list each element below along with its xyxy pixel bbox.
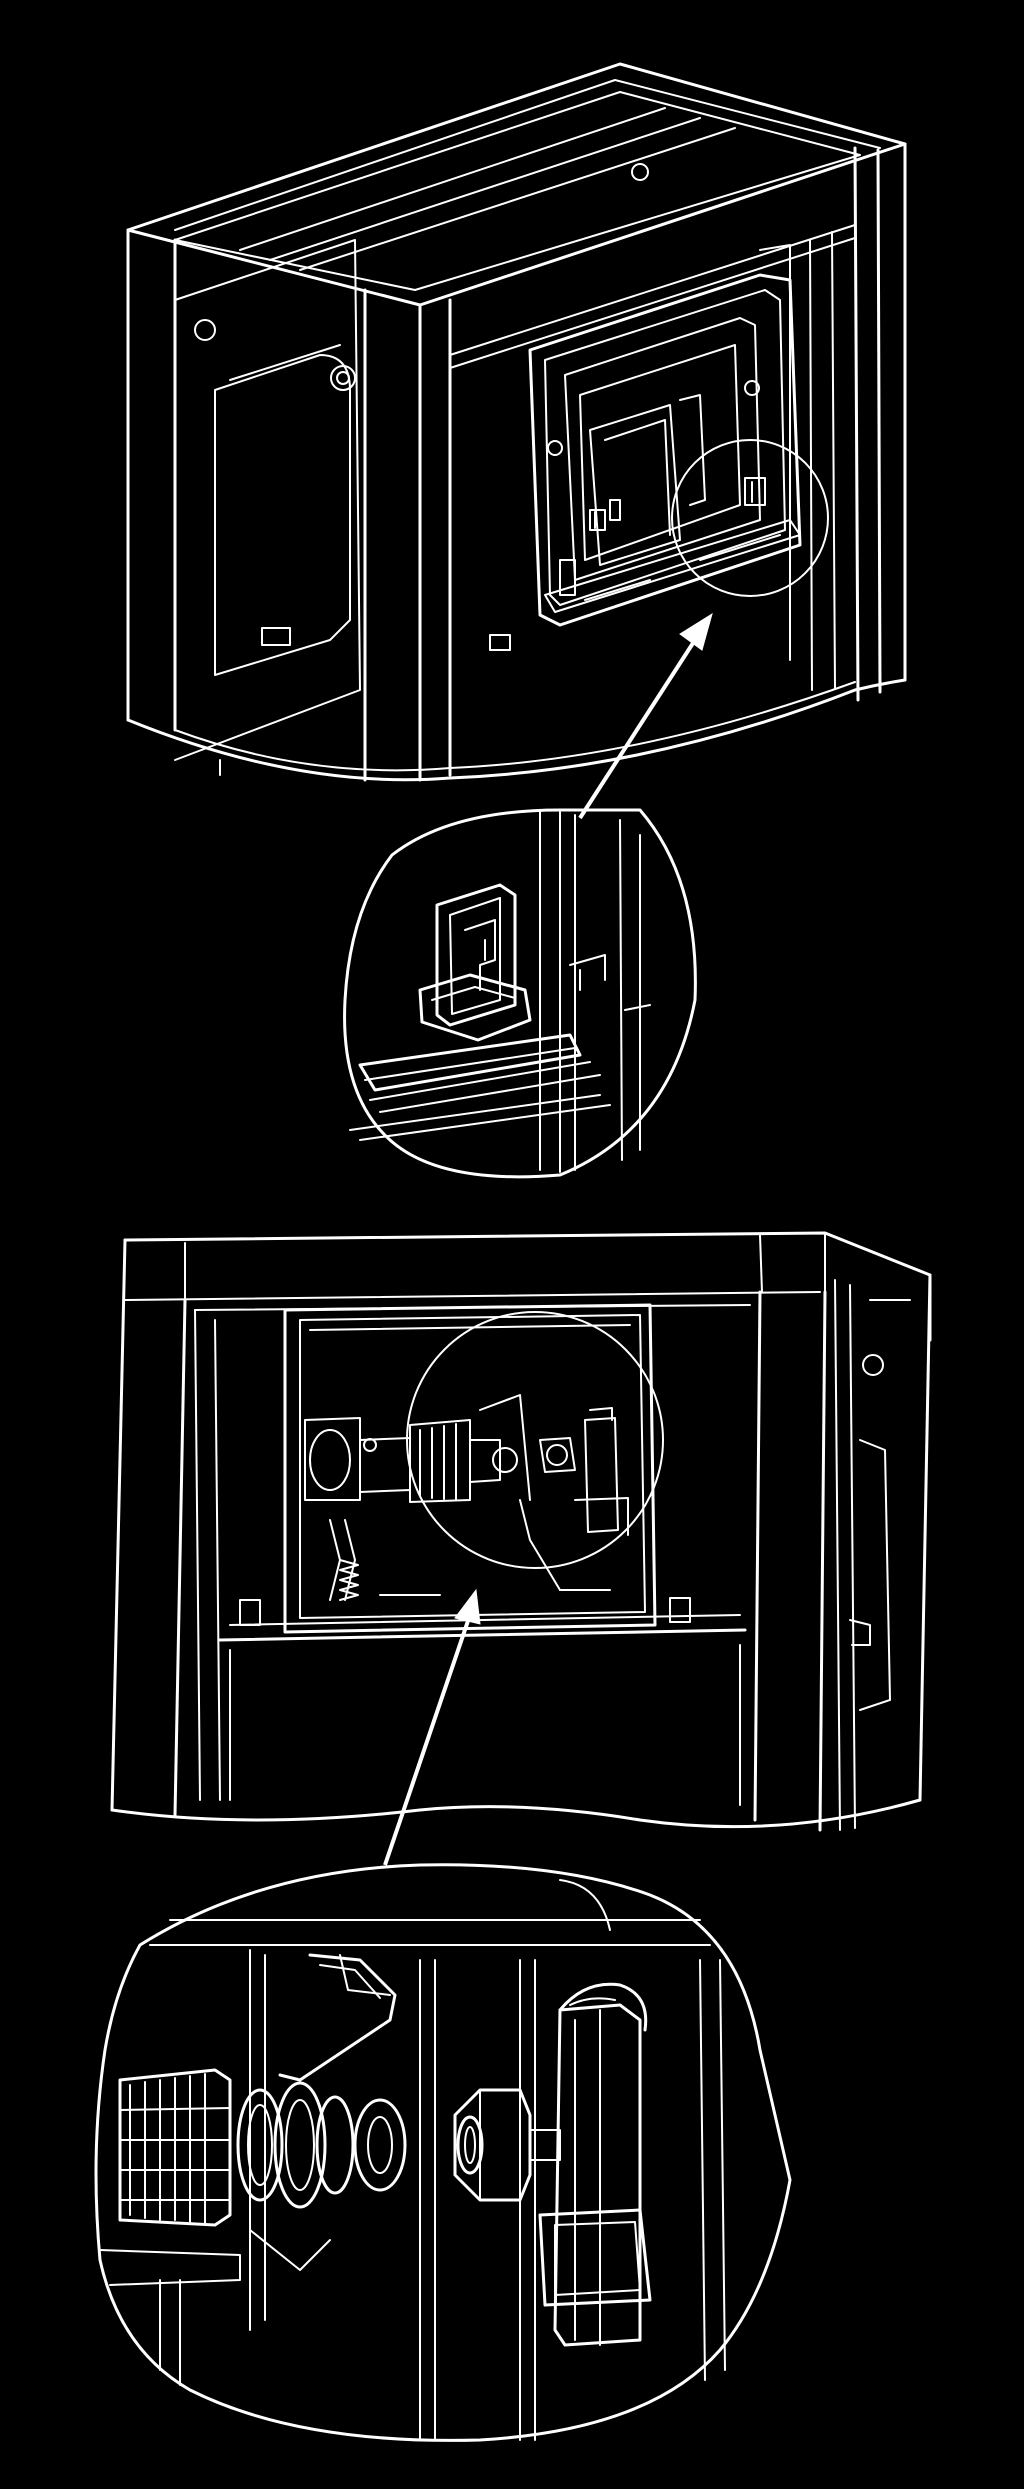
arrow-icon (383, 1588, 481, 1866)
unit-top-view (126, 62, 907, 782)
unit-front-view (110, 1231, 932, 1832)
arrow-icon (578, 612, 713, 820)
detail-clip (343, 808, 697, 1179)
detail-valve-nut (94, 1863, 792, 2442)
